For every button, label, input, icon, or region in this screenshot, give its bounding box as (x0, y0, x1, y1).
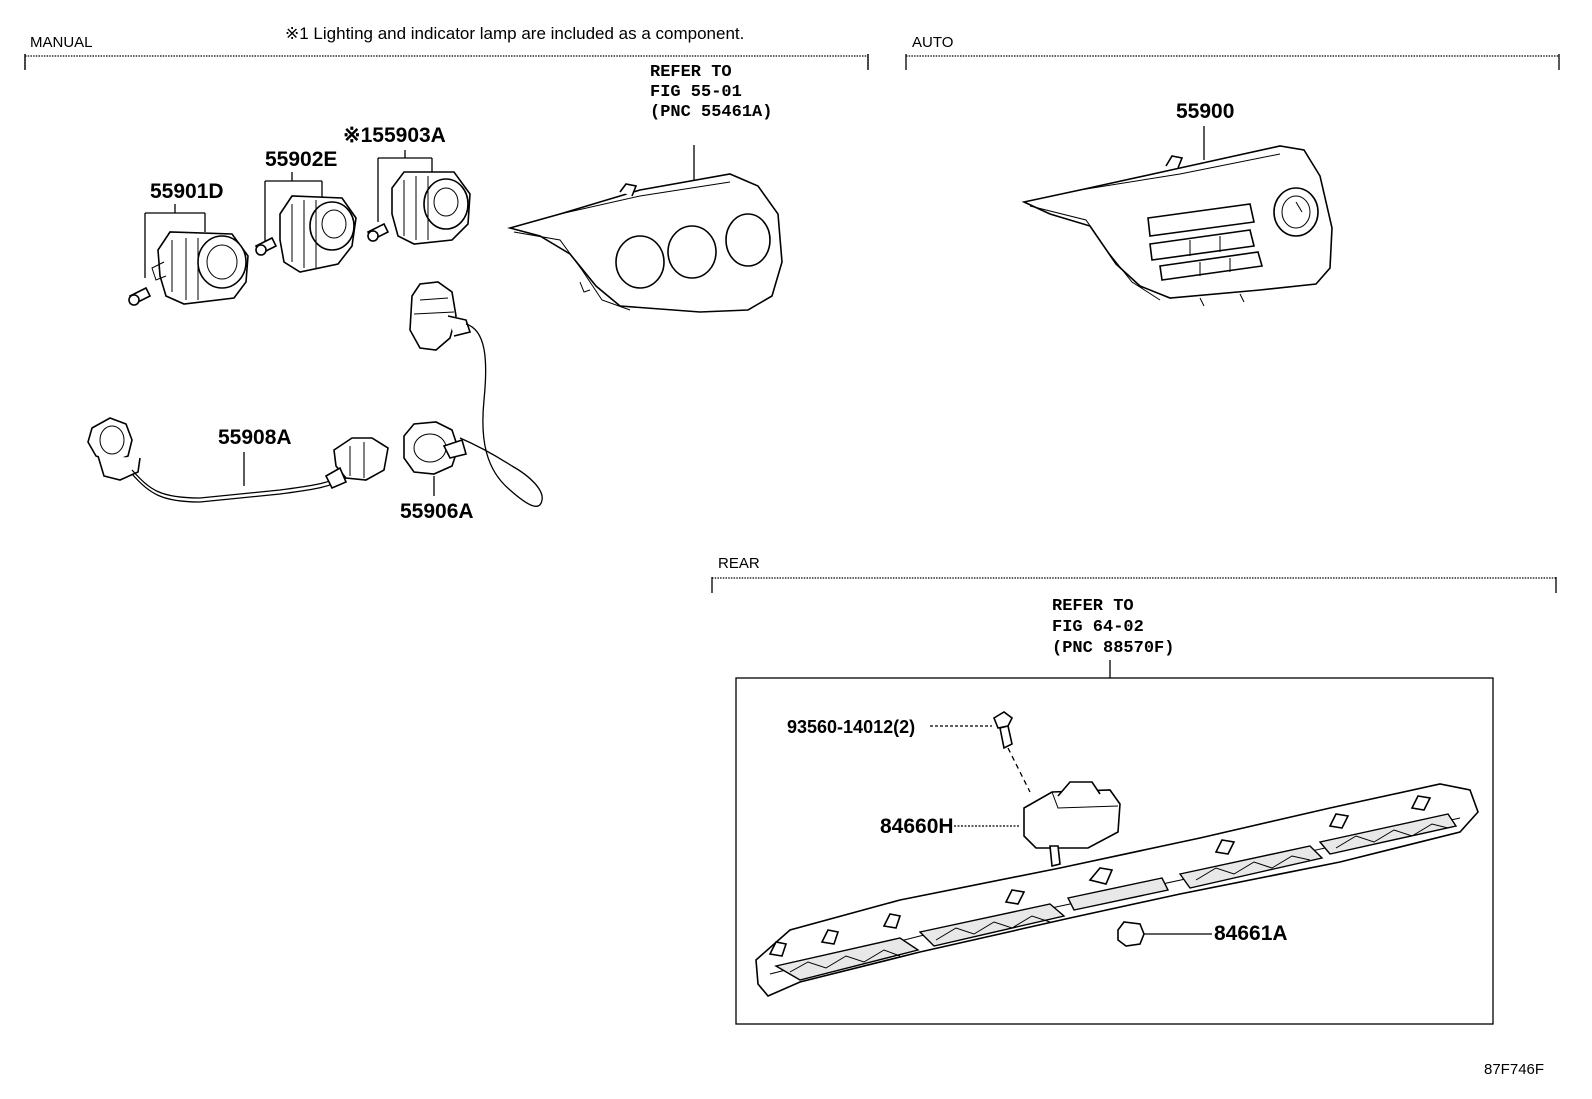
component-note: ※1 Lighting and indicator lamp are inclu… (285, 24, 744, 43)
auto-section-label: AUTO (912, 34, 953, 51)
manual-section: MANUAL (24, 34, 869, 70)
label-55908A: 55908A (218, 426, 292, 449)
knob-55901D-icon (151, 231, 249, 305)
rear-vent-assembly-icon (755, 783, 1479, 997)
refer-rear-line1: REFER TO (1052, 597, 1134, 616)
rear-section-label: REAR (718, 555, 760, 572)
manual-control-panel-icon (506, 173, 783, 313)
servo-upper-icon (409, 281, 472, 351)
label-84660H: 84660H (880, 815, 954, 838)
wire-harness-55908A-icon (87, 417, 389, 503)
refer-rear-line3: (PNC 88570F) (1052, 639, 1174, 658)
knob-55903A-icon (391, 171, 471, 245)
manual-section-label: MANUAL (30, 34, 93, 51)
refer-rear-line2: FIG 64-02 (1052, 618, 1144, 637)
auto-control-panel-icon (1021, 145, 1333, 307)
rear-section: REAR (711, 555, 1557, 593)
part-55900[interactable]: 55900 (1021, 100, 1333, 307)
diagram-id: 87F746F (1484, 1061, 1544, 1078)
refer-front-line3: (PNC 55461A) (650, 103, 772, 122)
knob-84661A-icon (1117, 921, 1145, 947)
part-55903A[interactable]: ※155903A (343, 124, 471, 245)
label-55900: 55900 (1176, 100, 1234, 123)
part-93560-14012[interactable]: 93560-14012(2) (787, 711, 1031, 793)
label-55903A: ※155903A (343, 124, 446, 147)
screw-55903A-icon (366, 222, 390, 242)
screw-55901D-icon (128, 286, 152, 306)
part-84661A[interactable]: 84661A (1117, 921, 1288, 947)
part-55906A[interactable]: 55906A (400, 281, 543, 523)
rear-assembly-frame (735, 677, 1494, 1025)
label-93560-14012: 93560-14012(2) (787, 717, 915, 737)
refer-rear: REFER TO FIG 64-02 (PNC 88570F) (1052, 597, 1174, 678)
label-55906A: 55906A (400, 500, 474, 523)
screw-93560-icon (993, 711, 1014, 750)
screw-55902E-icon (254, 236, 278, 256)
label-55901D: 55901D (150, 180, 224, 203)
switch-84660H-icon (1023, 781, 1121, 868)
knob-55902E-icon (279, 195, 357, 273)
auto-section: AUTO (905, 34, 1560, 70)
refer-front-line2: FIG 55-01 (650, 83, 742, 102)
servo-lower-icon (403, 421, 467, 475)
refer-front-panel: REFER TO FIG 55-01 (PNC 55461A) (506, 63, 783, 313)
refer-front-line1: REFER TO (650, 63, 732, 82)
part-55902E[interactable]: 55902E (254, 148, 357, 273)
part-55901D[interactable]: 55901D (128, 180, 249, 306)
part-84660H[interactable]: 84660H (880, 781, 1121, 868)
label-84661A: 84661A (1214, 922, 1288, 945)
part-55908A[interactable]: 55908A (87, 417, 389, 503)
label-55902E: 55902E (265, 148, 337, 171)
